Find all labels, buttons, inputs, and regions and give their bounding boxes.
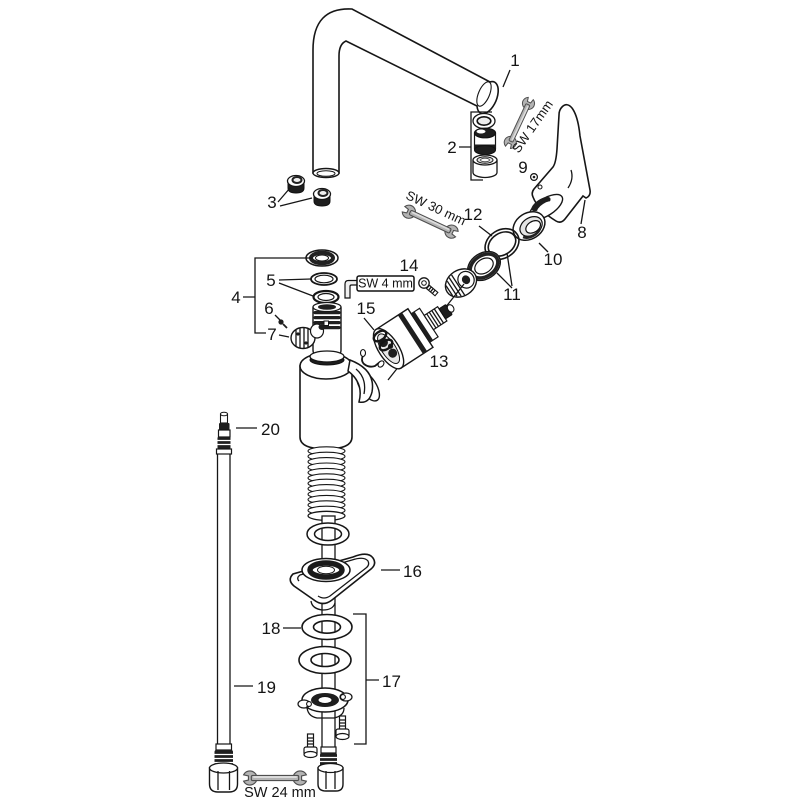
part-label-3: 3 — [267, 187, 313, 212]
part-11-ring-set — [444, 250, 501, 298]
part-label-1: 1 — [502, 51, 520, 88]
part-14-screw — [418, 277, 439, 297]
part-17-washer — [298, 645, 352, 675]
shank-washer — [306, 522, 350, 546]
part-label-12: 12 — [464, 205, 493, 237]
part-6-screw — [278, 319, 288, 329]
part-19-hose — [208, 411, 239, 793]
part-16-escutcheon — [289, 553, 376, 611]
wrench-size-label-24: SW 24 mm — [244, 785, 316, 800]
part-7-valve — [290, 320, 329, 350]
allen-size-box — [356, 275, 415, 292]
part-label-20: 20 — [236, 420, 280, 439]
allen-size-label: SW 4 mm — [358, 277, 413, 291]
part-label-18: 18 — [262, 619, 301, 638]
part-number-12: 12 — [464, 205, 483, 224]
part-label-15: 15 — [357, 299, 376, 331]
part-label-11: 11 — [496, 252, 521, 304]
part-label-5: 5 — [266, 271, 314, 297]
part-number-14: 14 — [400, 256, 419, 275]
allen-key-4-icon: SW 4 mm — [344, 275, 415, 299]
part-17-bolt — [335, 715, 350, 741]
open-end-wrench-24-icon: SW 24 mm — [243, 770, 316, 800]
part-number-6: 6 — [264, 299, 273, 318]
part-number-20: 20 — [261, 420, 280, 439]
shank-end-fitting — [317, 746, 344, 792]
part-label-17-bracket: 17 — [353, 613, 401, 745]
body-threaded-shank — [307, 446, 346, 521]
part-17-bolt — [303, 733, 318, 759]
part-label-4-bracket: 4 — [231, 257, 313, 334]
part-number-3: 3 — [267, 193, 276, 212]
part-5-rings — [305, 249, 340, 305]
part-label-2: 2 — [447, 111, 492, 181]
part-label-19: 19 — [234, 678, 276, 697]
part-number-7: 7 — [267, 325, 276, 344]
part-number-11: 11 — [503, 285, 521, 304]
part-number-19: 19 — [257, 678, 276, 697]
part-number-15: 15 — [357, 299, 376, 318]
part-3-caps — [286, 174, 332, 207]
part-label-8: 8 — [577, 199, 587, 242]
part-17-clamp-ring — [297, 687, 353, 719]
part-label-7: 7 — [267, 325, 290, 344]
part-number-4: 4 — [231, 288, 240, 307]
part-label-10: 10 — [538, 242, 563, 269]
part-number-17: 17 — [382, 672, 401, 691]
faucet-body — [299, 301, 381, 450]
part-number-1: 1 — [510, 51, 519, 70]
part-18-washer — [301, 613, 353, 641]
part-number-9: 9 — [518, 158, 527, 177]
open-end-wrench-17-icon: SW 17mm — [502, 95, 556, 156]
part-number-2: 2 — [447, 138, 456, 157]
open-end-wrench-30-icon: SW 30 mm — [400, 188, 468, 241]
part-2-aerator — [472, 112, 498, 179]
part-number-5: 5 — [266, 271, 275, 290]
part-number-16: 16 — [403, 562, 422, 581]
part-label-6: 6 — [264, 299, 282, 322]
part-15-seals — [359, 329, 394, 368]
part-label-16: 16 — [381, 562, 422, 581]
part-10-ring — [512, 210, 546, 242]
part-number-13: 13 — [430, 352, 449, 371]
part-1-spout-pipe — [312, 8, 499, 179]
part-number-8: 8 — [577, 223, 586, 242]
part-number-10: 10 — [544, 250, 563, 269]
part-number-18: 18 — [262, 619, 281, 638]
